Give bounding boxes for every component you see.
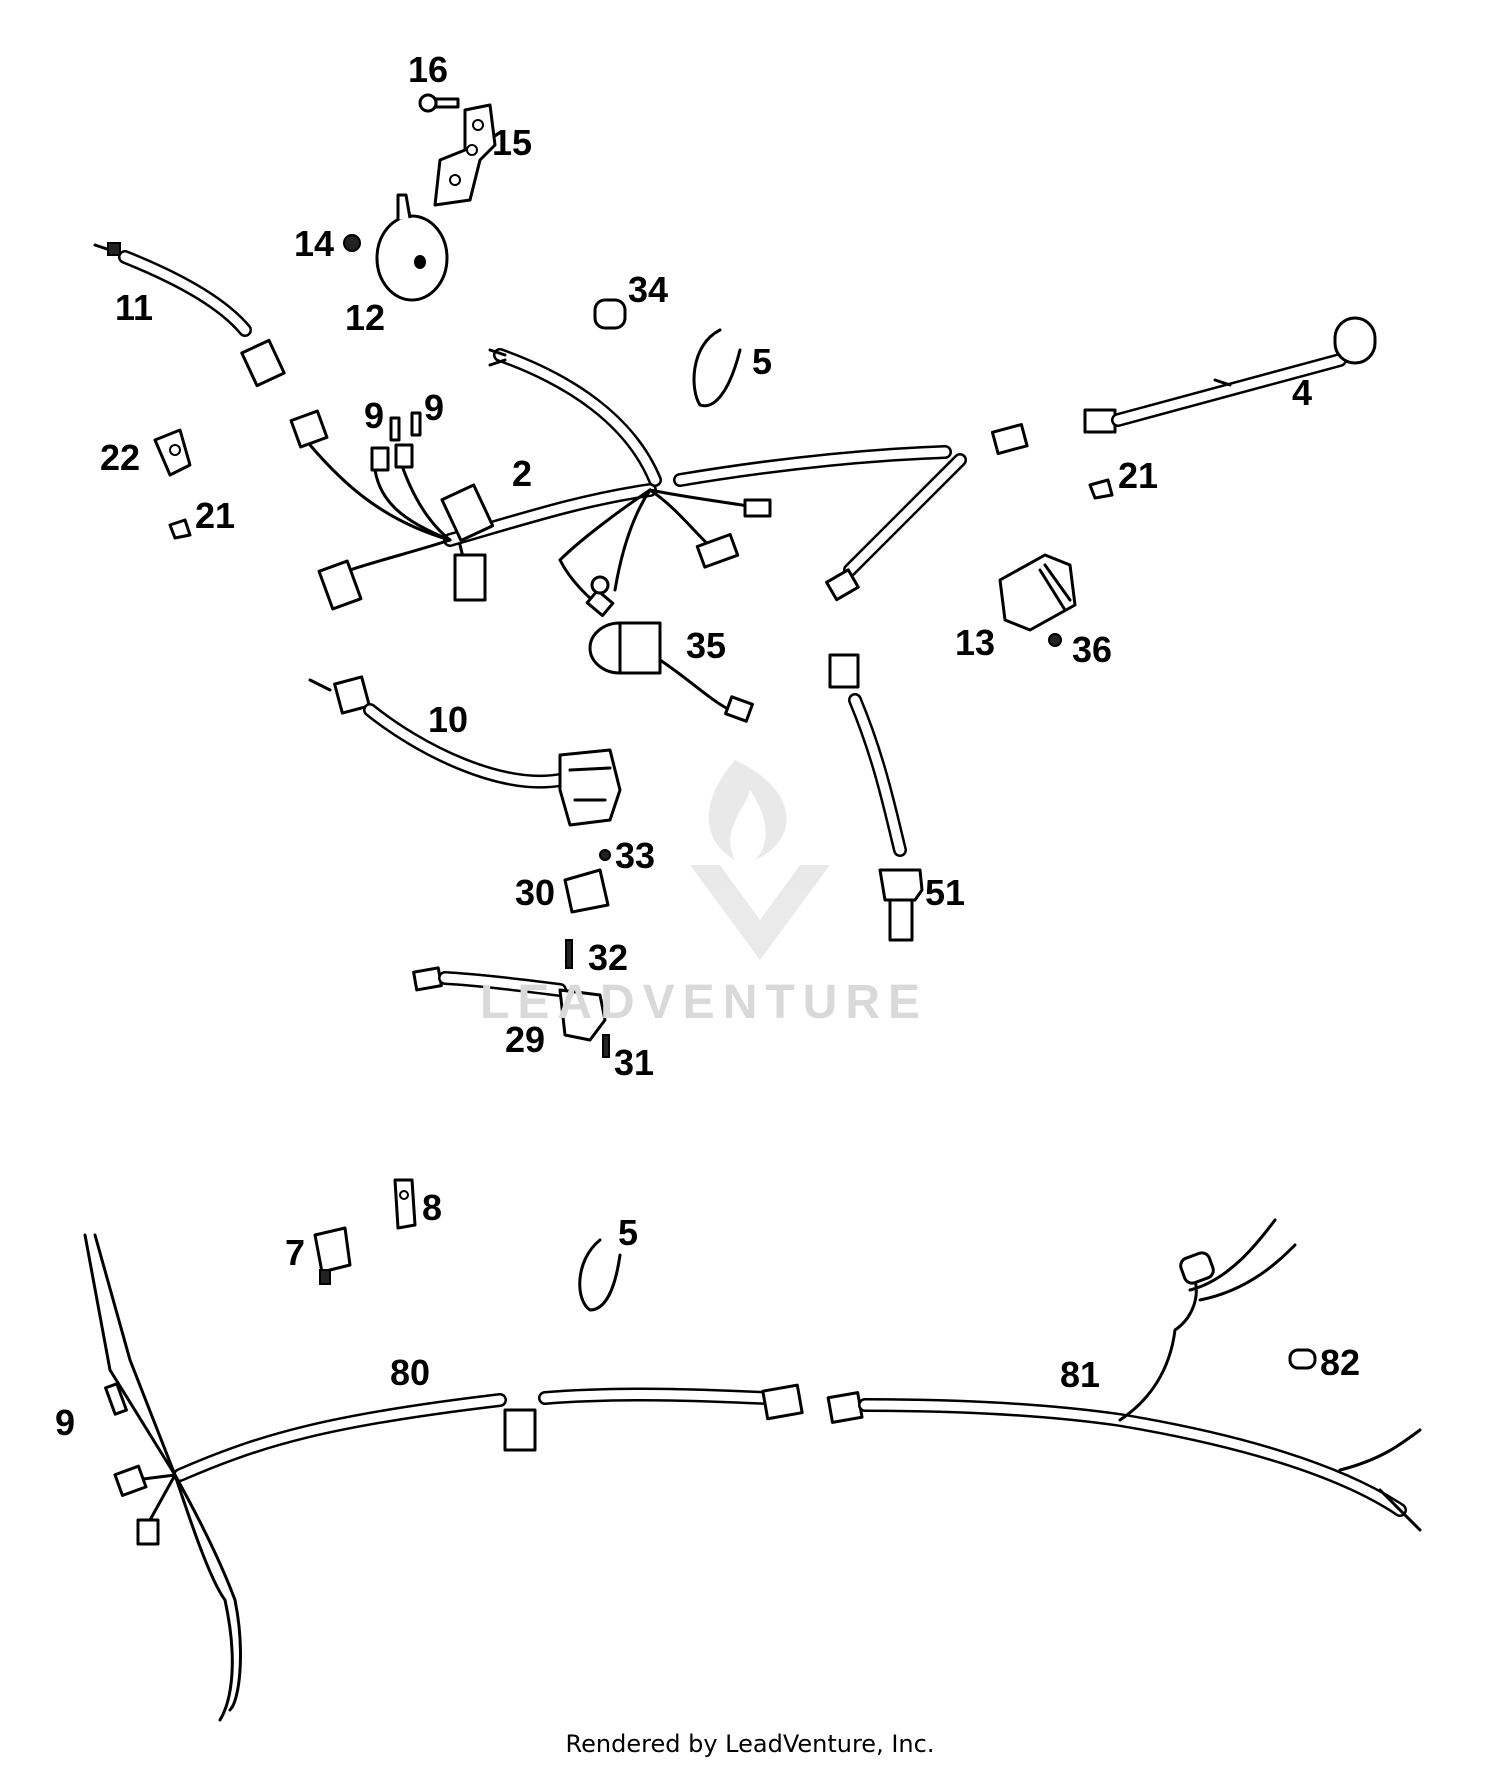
callout-34[interactable]: 34	[628, 269, 669, 310]
callout-29[interactable]: 29	[505, 1019, 546, 1060]
bracket-8-part[interactable]	[393, 1178, 417, 1230]
sensor-51-part[interactable]	[828, 653, 924, 942]
screw-36-part[interactable]	[1048, 633, 1062, 647]
callout-2[interactable]: 2	[512, 453, 533, 494]
leadventure-watermark-logo	[690, 760, 830, 960]
switch-29-part[interactable]	[412, 966, 607, 1042]
callout-4[interactable]: 4	[1292, 372, 1313, 413]
callout-10[interactable]: 10	[428, 699, 469, 740]
clip-21b-part[interactable]	[1088, 478, 1114, 500]
clip-21a-part[interactable]	[168, 518, 192, 540]
screw-32-part[interactable]	[565, 939, 573, 969]
callout-51[interactable]: 51	[925, 872, 966, 913]
condenser-35-part[interactable]	[588, 621, 754, 723]
bracket-15-part[interactable]	[433, 103, 497, 207]
callout-11[interactable]: 11	[115, 287, 154, 328]
nut-14-part[interactable]	[343, 234, 361, 252]
callout-5b[interactable]: 5	[618, 1212, 639, 1253]
clip-82-part[interactable]	[1288, 1348, 1317, 1370]
screw-31-part[interactable]	[602, 1034, 610, 1058]
callout-12[interactable]: 12	[345, 297, 386, 338]
callout-31[interactable]: 31	[614, 1042, 655, 1083]
callout-15[interactable]: 15	[492, 122, 533, 163]
clip-34-part[interactable]	[593, 298, 627, 330]
set-screw-33-part[interactable]	[599, 849, 611, 861]
callout-32[interactable]: 32	[588, 937, 629, 978]
callout-14[interactable]: 14	[294, 223, 335, 264]
cable-4-part[interactable]	[1083, 316, 1377, 434]
callout-81[interactable]: 81	[1060, 1354, 1101, 1395]
cable-tie-5b-part[interactable]	[578, 1238, 622, 1312]
regulator-13-part[interactable]	[998, 553, 1077, 632]
pin-9-parts[interactable]	[389, 411, 422, 442]
footer-credit: Rendered by LeadVenture, Inc.	[565, 1730, 935, 1758]
callout-21b[interactable]: 21	[1118, 455, 1159, 496]
callout-8[interactable]: 8	[422, 1187, 443, 1228]
horn-12-part[interactable]	[375, 193, 449, 302]
callout-82[interactable]: 82	[1320, 1342, 1361, 1383]
harness-80-part[interactable]	[83, 1233, 804, 1722]
switch-10-part[interactable]	[308, 675, 622, 827]
callout-16[interactable]: 16	[408, 49, 449, 90]
callout-9b[interactable]: 9	[424, 387, 445, 428]
relay-7-part[interactable]	[313, 1226, 352, 1285]
callout-9c[interactable]: 9	[55, 1402, 76, 1443]
callout-7[interactable]: 7	[285, 1232, 306, 1273]
callout-35[interactable]: 35	[686, 625, 727, 666]
callout-9a[interactable]: 9	[364, 395, 385, 436]
callout-13[interactable]: 13	[955, 622, 996, 663]
screw-16-part[interactable]	[418, 93, 460, 113]
callout-22[interactable]: 22	[100, 437, 141, 478]
callout-21a[interactable]: 21	[195, 495, 236, 536]
cable-tie-5a-part[interactable]	[692, 328, 742, 408]
cable-11-part[interactable]	[93, 242, 286, 388]
harness-81-part[interactable]	[826, 1218, 1422, 1532]
watermark-text: LEADVENTURE	[480, 976, 929, 1029]
cover-30-part[interactable]	[563, 868, 610, 914]
bracket-22-part[interactable]	[153, 428, 192, 477]
main-harness-2-part[interactable]	[289, 348, 1029, 618]
callout-36[interactable]: 36	[1072, 629, 1113, 670]
callout-30[interactable]: 30	[515, 872, 556, 913]
callout-80[interactable]: 80	[390, 1352, 431, 1393]
callout-33[interactable]: 33	[615, 835, 656, 876]
callout-5a[interactable]: 5	[752, 341, 773, 382]
